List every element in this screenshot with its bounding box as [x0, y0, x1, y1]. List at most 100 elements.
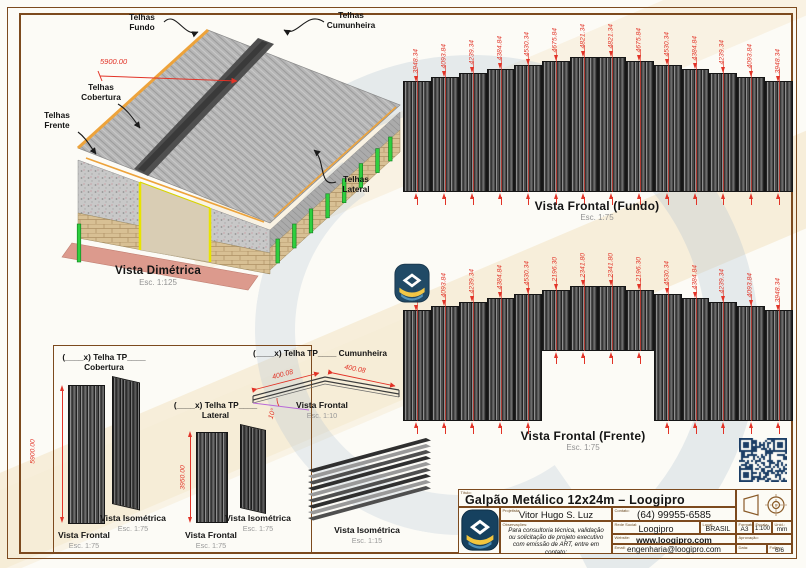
dim-line — [500, 426, 502, 434]
dim-label: 3948.34 — [412, 48, 420, 74]
dim-line — [416, 69, 418, 192]
label-telhas-cobertura: Telhas Cobertura — [81, 82, 121, 102]
cumunheira-dim-right: 400.08 — [344, 364, 366, 375]
social-cell: Rede Social: Loogipro — [612, 521, 700, 534]
dim-line — [472, 289, 474, 421]
dim-label: 2196.30 — [635, 257, 643, 282]
cumunheira-front-scale: Esc. 1:10 — [306, 411, 338, 420]
dim-line — [723, 60, 725, 192]
scale-cell: Escala: 1:100 — [753, 521, 772, 534]
dim-arrow — [414, 421, 419, 428]
dim-line — [695, 426, 697, 434]
dim-line — [695, 56, 697, 192]
dim-label: 4239.34 — [468, 40, 476, 65]
notes-text: Para consultoria técnica, validação ou s… — [508, 527, 604, 556]
designer-cell: Projetista: Vitor Hugo S. Luz — [500, 507, 612, 521]
dim-line — [528, 197, 530, 205]
dim-line — [751, 64, 753, 192]
lateral-front-title: Vista Frontal — [185, 530, 237, 540]
dim-arrow — [692, 63, 697, 70]
dimetric-title: Vista Dimétrica — [115, 265, 201, 277]
dim-label: 3948.34 — [774, 48, 782, 74]
paper-format: A3 — [740, 525, 749, 533]
dim-label: 4239.34 — [718, 269, 726, 294]
dim-arrow — [665, 59, 670, 66]
dim-line — [584, 197, 586, 205]
detail-views-box — [53, 345, 312, 553]
dim-arrow — [414, 75, 419, 82]
elevation-panel — [681, 297, 710, 421]
cobertura-front-scale: Esc. 1:75 — [68, 541, 100, 550]
dim-arrow — [59, 385, 64, 391]
telha-cobertura-dim: 5900.00 — [29, 439, 37, 464]
elevation-panel — [430, 305, 459, 421]
drawing-scale: 1:100 — [754, 526, 770, 532]
qr-code — [739, 438, 787, 482]
elevation-panel — [486, 297, 515, 421]
label-telhas-cumunheira: Telhas Cumunheira — [326, 10, 376, 30]
dim-line — [190, 434, 191, 520]
dim-line — [695, 285, 697, 421]
dim-label: 4093.84 — [440, 44, 448, 69]
dim-line — [779, 69, 781, 192]
dim-line — [751, 293, 753, 421]
date-cell: Data: — [736, 544, 767, 554]
dim-arrow — [692, 421, 697, 428]
dim-line — [556, 48, 558, 192]
title-label: Título: — [460, 489, 472, 495]
frente-scale: Esc. 1:75 — [566, 443, 600, 452]
dim-line — [639, 277, 641, 352]
roof-edge-orange — [76, 28, 210, 150]
dim-line — [695, 197, 697, 205]
lateral-front-scale: Esc. 1:75 — [195, 541, 227, 550]
dim-line — [611, 197, 613, 205]
dim-arrow — [609, 351, 614, 358]
dim-line — [667, 426, 669, 434]
dim-arrow — [776, 75, 781, 82]
dim-line — [472, 426, 474, 434]
dim-arrow — [692, 292, 697, 299]
dim-label: 4675.84 — [551, 28, 559, 53]
dim-line — [500, 197, 502, 205]
label-telhas-fundo: Telhas Fundo — [129, 12, 155, 32]
dim-arrow — [748, 300, 753, 307]
email: engenharia@loogipro.com — [627, 545, 721, 554]
projection-symbol-cell — [736, 489, 792, 521]
dim-label: 4384.84 — [496, 265, 503, 290]
dim-line — [723, 289, 725, 421]
label-telha-cumunheira-detail: (____x) Telha TP____ Cumunheira — [252, 348, 388, 358]
units: mm — [776, 525, 788, 533]
dim-label: 2341.80 — [607, 252, 615, 278]
fundo-title: Vista Frontal (Fundo) — [534, 199, 660, 213]
front-slab — [61, 242, 259, 291]
lateral-iso-title: Vista Isométrica — [225, 513, 291, 523]
contact-cell: Contato: (64) 99955-6585 — [612, 507, 736, 521]
dim-line — [751, 197, 753, 205]
dim-line — [779, 426, 781, 434]
dim-arrow — [637, 351, 642, 358]
dim-line — [444, 64, 446, 192]
dim-arrow — [776, 304, 781, 311]
website: www.loogipro.com — [636, 534, 712, 545]
dim-arrow — [442, 192, 447, 199]
roof-dimension: 5900.00 — [100, 57, 128, 66]
dim-label: 3948.34 — [774, 277, 782, 303]
telha-lateral-iso-panel — [240, 424, 266, 515]
dim-line — [584, 356, 586, 365]
dim-arrow — [414, 304, 419, 311]
dim-label: 4093.84 — [746, 44, 754, 69]
sheet-inner-frame — [19, 13, 793, 554]
dim-label: 4821.34 — [607, 23, 615, 49]
elevation-panel — [458, 301, 487, 421]
label-telhas-frente: Telhas Frente — [44, 110, 70, 130]
cumunheira-iso-scale: Esc. 1:15 — [351, 536, 383, 545]
dim-arrow — [470, 421, 475, 428]
dim-arrow — [692, 192, 697, 199]
elevation-panel — [653, 64, 682, 192]
dim-arrow — [187, 431, 192, 437]
dim-label: 4093.84 — [746, 273, 754, 298]
label-telha-cobertura: (____x) Telha TP____ Cobertura — [62, 352, 146, 372]
social-name: Loogipro — [638, 524, 674, 534]
dim-arrow — [720, 296, 725, 303]
